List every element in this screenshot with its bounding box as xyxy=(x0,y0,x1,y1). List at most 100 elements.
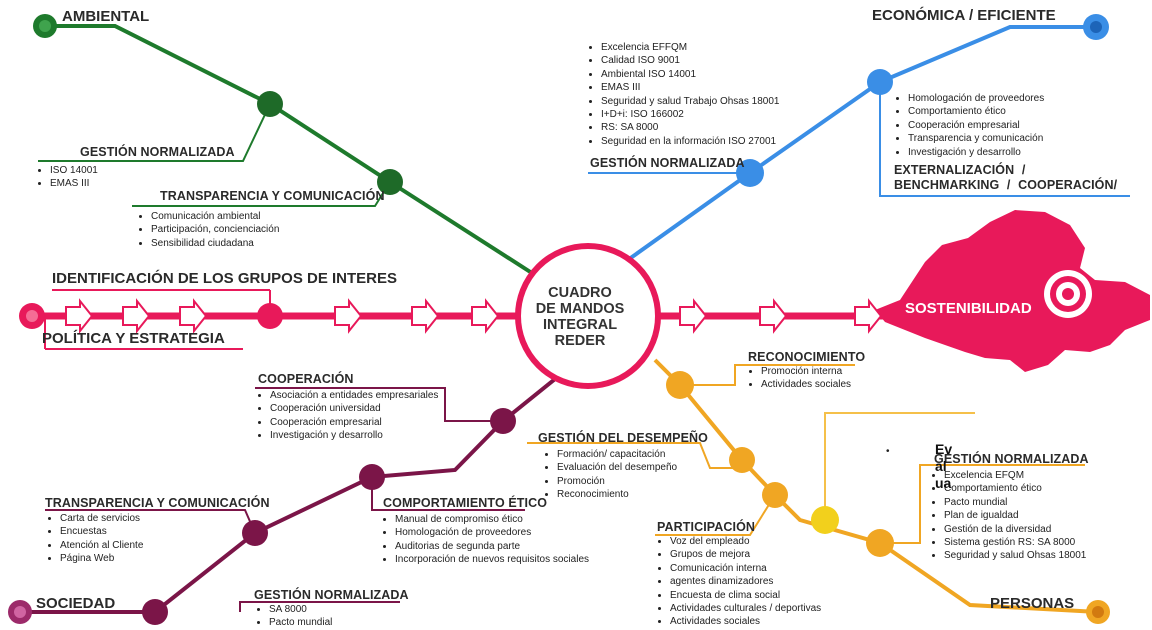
identificacion-header: IDENTIFICACIÓN DE LOS GRUPOS DE INTERES xyxy=(52,270,398,287)
center-line-4: REDER xyxy=(554,333,606,349)
axis-arrows xyxy=(65,298,883,334)
overlay-fragment-line-1: Ev xyxy=(935,441,953,457)
sociedad-gestion-leader xyxy=(239,601,400,612)
list-item: Comunicación interna xyxy=(670,562,821,575)
eco-ext-list: Homologación de proveedores Comportamien… xyxy=(894,92,1044,159)
amb-gestion-title: GESTIÓN NORMALIZADA xyxy=(80,145,235,159)
center-line-3: INTEGRAL xyxy=(542,317,618,333)
per-partic-list: Voz del empleado Grupos de mejora Comuni… xyxy=(656,535,821,629)
ambiental-node-2 xyxy=(377,169,403,195)
center-hub xyxy=(515,243,661,389)
list-item: agentes dinamizadores xyxy=(670,575,821,588)
sociedad-coop-leader xyxy=(255,387,503,422)
list-item: Manual de compromiso ético xyxy=(395,513,589,526)
personas-branch-line xyxy=(653,358,1099,614)
list-item: Formación/ capacitación xyxy=(557,448,677,461)
politica-header: POLÍTICA Y ESTRATEGIA xyxy=(42,330,225,347)
eco-ext-title: EXTERNALIZACIÓN / BENCHMARKING / COOPERA… xyxy=(894,163,1118,192)
list-item: Seguridad en la información ISO 27001 xyxy=(601,135,779,148)
list-item: Sistema gestión RS: SA 8000 xyxy=(944,536,1086,549)
sociedad-node-3 xyxy=(242,520,268,546)
personas-node-3 xyxy=(762,482,788,508)
list-item: Pacto mundial xyxy=(944,496,1086,509)
personas-gestion-leader xyxy=(880,464,1085,544)
list-item: Participación, concienciación xyxy=(151,223,279,236)
per-desemp-list: Formación/ capacitación Evaluación del d… xyxy=(543,448,677,502)
sociedad-node-4 xyxy=(142,599,168,625)
sociedad-node-1 xyxy=(490,408,516,434)
eco-gestion-title: GESTIÓN NORMALIZADA xyxy=(590,156,745,170)
ambiental-node-1 xyxy=(257,91,283,117)
personas-header: PERSONAS xyxy=(990,595,1075,612)
per-recon-title: RECONOCIMIENTO xyxy=(748,350,866,364)
personas-desemp-leader xyxy=(527,442,742,469)
soc-coop-title: COOPERACIÓN xyxy=(258,372,354,386)
list-item: Actividades culturales / deportivas xyxy=(670,602,821,615)
list-item: Incorporación de nuevos requisitos socia… xyxy=(395,553,589,566)
list-item: Transparencia y comunicación xyxy=(908,132,1044,145)
list-item: RS: SA 8000 xyxy=(601,121,779,134)
list-item: Encuesta de clima social xyxy=(670,589,821,602)
list-item: SA 8000 xyxy=(269,603,332,616)
overlay-fragment-line-3: ua xyxy=(935,475,952,491)
list-item: Sensibilidad ciudadana xyxy=(151,237,279,250)
per-partic-title: PARTICIPACIÓN xyxy=(657,520,756,534)
list-item: I+D+i: ISO 166002 xyxy=(601,108,779,121)
soc-transp-title: TRANSPARENCIA Y COMUNICACIÓN xyxy=(45,496,270,510)
per-desemp-title: GESTIÓN DEL DESEMPEÑO xyxy=(538,431,708,445)
personas-node-4 xyxy=(811,506,839,534)
list-item: Gestión de la diversidad xyxy=(944,523,1086,536)
list-item: Cooperación empresarial xyxy=(908,119,1044,132)
per-recon-list: Promoción interna Actividades sociales xyxy=(747,365,851,392)
soc-gestion-list: SA 8000 Pacto mundial xyxy=(255,603,332,630)
list-item: Comunicación ambiental xyxy=(151,210,279,223)
center-title: CUADRO DE MANDOS INTEGRAL REDER xyxy=(520,285,640,349)
overlay-fragment-line-2: al xyxy=(935,458,947,474)
list-item: Grupos de mejora xyxy=(670,548,821,561)
ambiental-header: AMBIENTAL xyxy=(62,8,150,25)
overlay-fragment: Ev al ua xyxy=(935,441,952,492)
soc-etico-title: COMPORTAMIENTO ÉTICO xyxy=(383,496,548,510)
personas-node-5 xyxy=(866,529,894,557)
list-item: Plan de igualdad xyxy=(944,509,1086,522)
economica-node-1 xyxy=(736,159,764,187)
personas-partic-leader xyxy=(655,494,776,536)
list-item: Actividades sociales xyxy=(670,615,821,628)
list-item: Voz del empleado xyxy=(670,535,821,548)
list-item: Excelencia EFFQM xyxy=(601,41,779,54)
list-item: Excelencia EFQM xyxy=(944,469,1086,482)
list-item: Encuestas xyxy=(60,525,143,538)
list-item: Pacto mundial xyxy=(269,616,332,629)
list-item: Página Web xyxy=(60,552,143,565)
list-item: Promoción xyxy=(557,475,677,488)
per-gestion-title: GESTIÓN NORMALIZADA xyxy=(934,452,1089,466)
list-item: EMAS III xyxy=(601,81,779,94)
amb-transp-list: Comunicación ambiental Participación, co… xyxy=(137,210,279,250)
list-item: Ambiental ISO 14001 xyxy=(601,68,779,81)
personas-recon-leader xyxy=(680,364,855,386)
list-item: Comportamiento ético xyxy=(944,482,1086,495)
list-item: Investigación y desarrollo xyxy=(270,429,438,442)
list-item: Investigación y desarrollo xyxy=(908,146,1044,159)
center-line-1: CUADRO xyxy=(548,285,612,301)
soc-etico-list: Manual de compromiso ético Homologación … xyxy=(381,513,589,567)
list-item: Auditorias de segunda parte xyxy=(395,540,589,553)
economica-node-2 xyxy=(867,69,893,95)
sostenibilidad-header: SOSTENIBILIDAD xyxy=(905,300,1032,317)
list-item: Reconocimiento xyxy=(557,488,677,501)
list-item: Promoción interna xyxy=(761,365,851,378)
fragment-bullet: • xyxy=(886,446,890,457)
personas-box-outline xyxy=(824,412,975,520)
list-item: Comportamiento ético xyxy=(908,105,1044,118)
list-item: Carta de servicios xyxy=(60,512,143,525)
list-item: EMAS III xyxy=(50,177,98,190)
list-item: Seguridad y salud Trabajo Ohsas 18001 xyxy=(601,95,779,108)
sociedad-header: SOCIEDAD xyxy=(36,595,116,612)
list-item: Homologación de proveedores xyxy=(395,526,589,539)
per-gestion-list: Excelencia EFQM Comportamiento ético Pac… xyxy=(930,469,1086,563)
list-item: Cooperación empresarial xyxy=(270,416,438,429)
list-item: Atención al Cliente xyxy=(60,539,143,552)
amb-gestion-list: ISO 14001 EMAS III xyxy=(36,164,98,191)
sostenibilidad-map xyxy=(875,210,1150,372)
